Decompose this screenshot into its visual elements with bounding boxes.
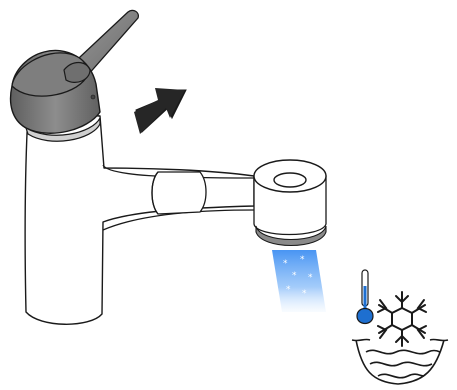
spray-head — [253, 159, 327, 247]
water-basin-icon — [351, 338, 449, 385]
water-spray-icon: * * * * * * — [272, 250, 326, 312]
svg-text:*: * — [308, 273, 313, 283]
svg-text:*: * — [286, 285, 291, 295]
faucet-body — [24, 111, 255, 325]
faucet-handle — [9, 9, 139, 142]
snowflake-icon — [377, 291, 427, 347]
thermometer-icon — [356, 269, 374, 325]
svg-text:*: * — [300, 255, 305, 265]
arrow-icon — [134, 88, 187, 134]
svg-text:*: * — [292, 271, 297, 281]
svg-text:*: * — [283, 259, 288, 269]
svg-text:*: * — [302, 289, 307, 299]
